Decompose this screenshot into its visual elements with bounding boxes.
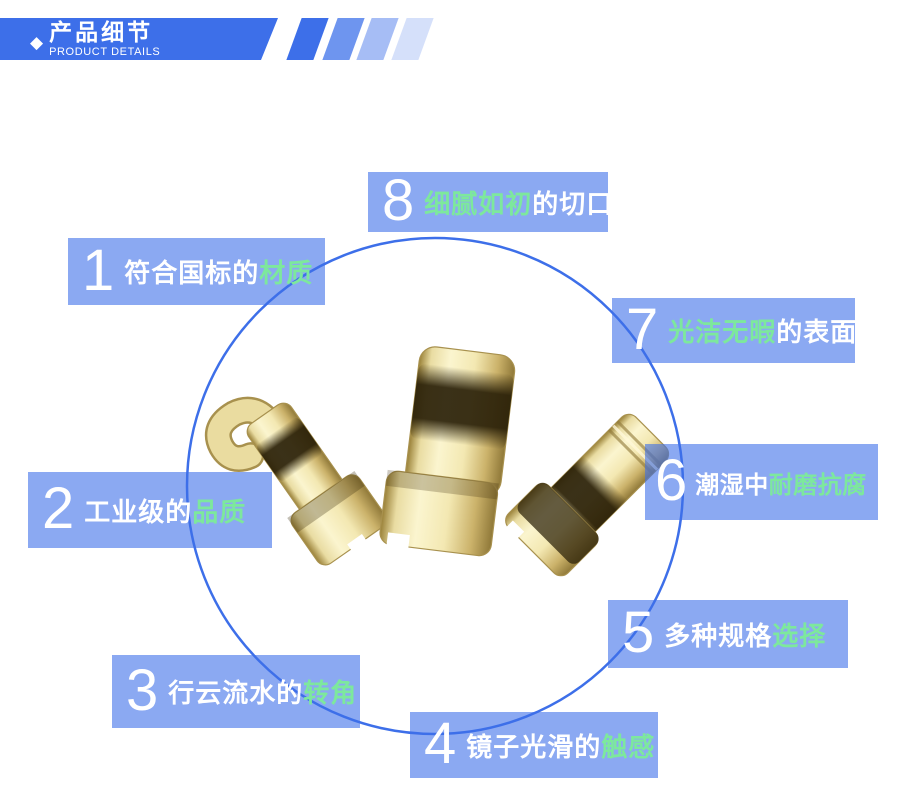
feature-text: 符合国标的材质 [124, 253, 313, 290]
feature-number: 7 [626, 296, 659, 362]
banner-text: 产品细节 PRODUCT DETAILS [49, 20, 160, 57]
feature-text: 镜子光滑的触感 [466, 727, 655, 764]
feature-text-highlight: 选择 [772, 620, 827, 651]
gold-contact-clip-middle [379, 346, 516, 557]
feature-text: 行云流水的转角 [168, 673, 357, 710]
page-subtitle: PRODUCT DETAILS [49, 45, 161, 58]
feature-text-pre: 工业级的 [84, 496, 193, 527]
gold-contact-clip-left [204, 396, 387, 566]
feature-number: 3 [126, 657, 159, 723]
feature-text-post: 的切口 [532, 188, 614, 219]
feature-box-1: 1 符合国标的材质 [68, 238, 325, 305]
feature-box-4: 4 镜子光滑的触感 [410, 712, 658, 778]
feature-number: 2 [42, 476, 75, 541]
feature-box-7: 7 光洁无暇的表面 [612, 296, 857, 363]
feature-text-highlight: 触感 [601, 731, 656, 762]
feature-box-8: 8 细腻如初的切口 [368, 168, 612, 233]
feature-number: 5 [622, 600, 655, 665]
page-title: 产品细节 [49, 19, 154, 46]
feature-text-highlight: 光洁无暇 [668, 317, 777, 347]
feature-text: 细腻如初的切口 [424, 184, 613, 221]
feature-text-highlight: 品质 [192, 496, 247, 527]
feature-number: 1 [82, 237, 115, 303]
feature-number: 6 [655, 448, 688, 513]
header-banner: ◆ 产品细节 PRODUCT DETAILS [0, 18, 278, 60]
gold-contact-clip-right [505, 413, 670, 577]
feature-box-6: 6 潮湿中耐磨抗腐 [645, 444, 878, 520]
feature-box-2: 2 工业级的品质 [28, 472, 272, 548]
feature-text-highlight: 耐磨抗腐 [768, 471, 867, 499]
diamond-icon: ◆ [30, 32, 44, 52]
feature-text-highlight: 细腻如初 [424, 188, 533, 219]
feature-text-pre: 镜子光滑的 [466, 731, 602, 762]
feature-text-pre: 多种规格 [664, 620, 773, 651]
feature-text: 工业级的品质 [84, 492, 246, 529]
feature-text: 潮湿中耐磨抗腐 [695, 465, 867, 500]
feature-number: 8 [382, 168, 415, 233]
feature-text-pre: 符合国标的 [124, 258, 260, 288]
feature-text: 光洁无暇的表面 [668, 312, 857, 349]
feature-text-post: 的表面 [776, 317, 858, 347]
feature-text-highlight: 转角 [303, 678, 358, 708]
feature-box-5: 5 多种规格选择 [608, 600, 848, 668]
feature-text-pre: 行云流水的 [168, 678, 304, 708]
feature-number: 4 [424, 711, 457, 776]
feature-box-3: 3 行云流水的转角 [112, 655, 360, 728]
feature-text: 多种规格选择 [664, 616, 826, 653]
feature-text-pre: 潮湿中 [695, 471, 769, 499]
feature-text-highlight: 材质 [259, 258, 314, 288]
